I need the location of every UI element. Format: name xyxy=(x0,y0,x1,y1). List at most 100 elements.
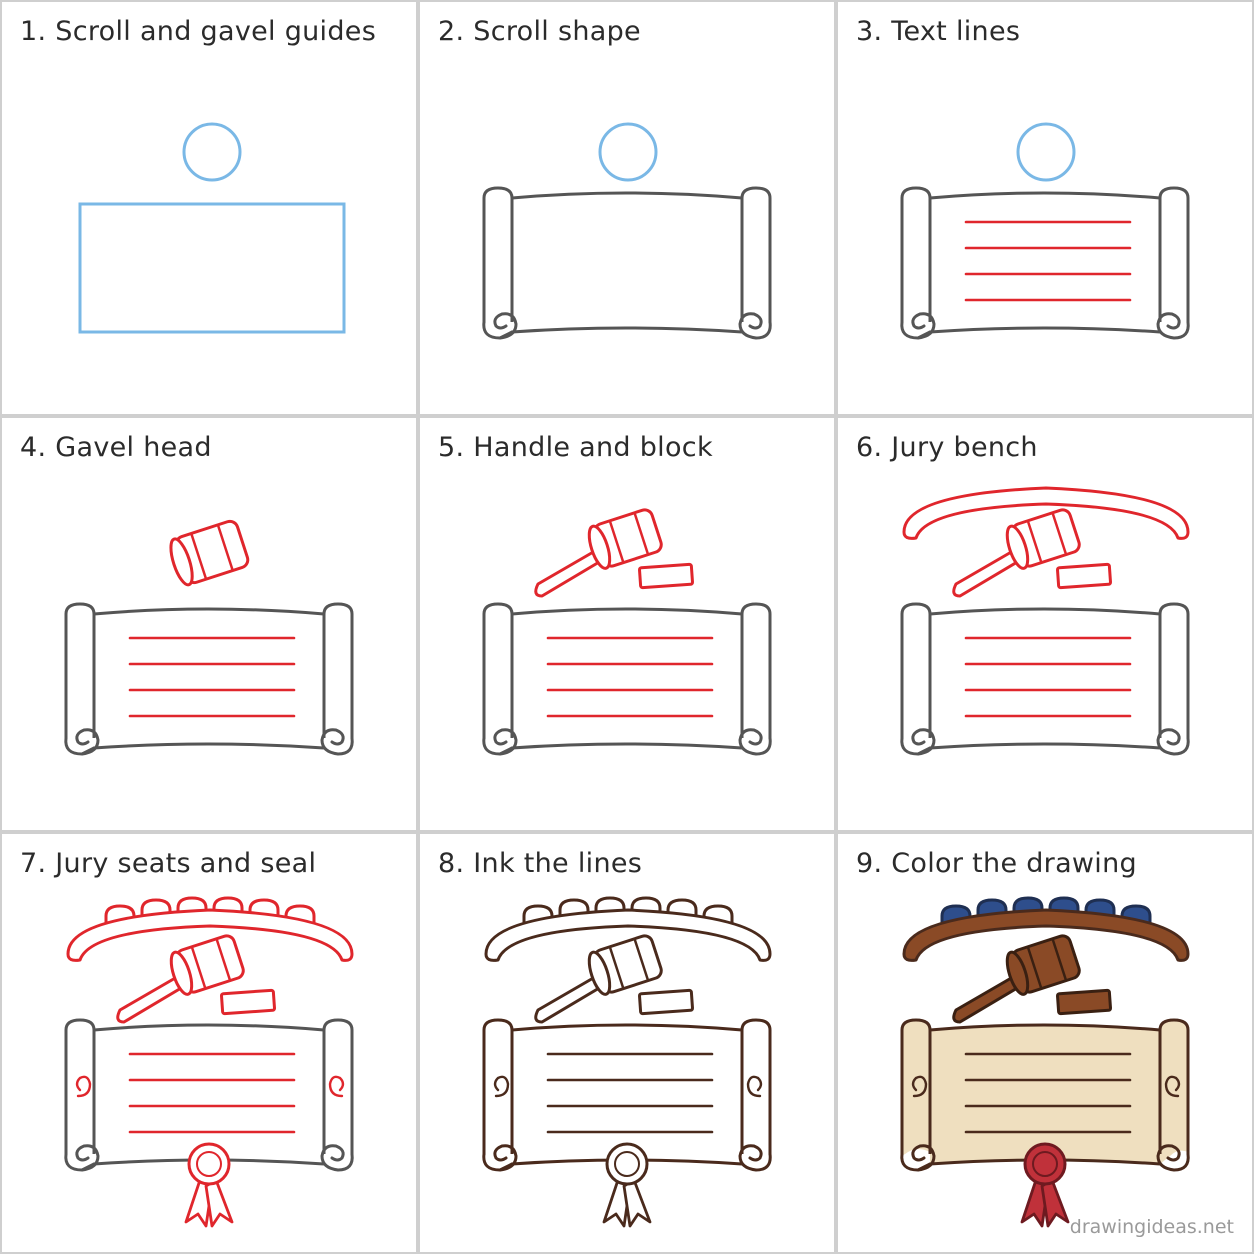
step-panel-2: 2. Scroll shape xyxy=(418,0,836,416)
step-title: 2. Scroll shape xyxy=(438,16,641,47)
step-title: 6. Jury bench xyxy=(856,432,1038,463)
scroll-text-lines xyxy=(964,220,1132,302)
scroll xyxy=(900,602,1190,756)
step-4-illustration xyxy=(64,519,354,756)
scroll xyxy=(64,602,354,756)
step-title: 8. Ink the lines xyxy=(438,848,642,879)
step-number: 5. xyxy=(438,432,465,463)
step-8-illustration xyxy=(482,896,772,1228)
jury-bench-arc xyxy=(902,486,1190,540)
gavel-head xyxy=(169,934,245,996)
gavel-guide-circle xyxy=(1016,122,1076,182)
gavel-head xyxy=(1005,934,1081,996)
scroll-text-lines xyxy=(128,1052,296,1134)
scroll xyxy=(482,602,772,756)
scroll-left-curl-join xyxy=(499,330,513,340)
gavel-head xyxy=(1005,508,1081,570)
ribbon-seal xyxy=(1020,1142,1070,1228)
gavel-head-end xyxy=(587,950,612,996)
gavel-head-band xyxy=(1051,512,1068,555)
scroll-right-curl xyxy=(738,312,772,340)
gavel-head-band xyxy=(1051,938,1068,981)
scroll-top-edge xyxy=(510,191,744,200)
scroll-left-roll xyxy=(900,602,932,740)
gavel-head-band xyxy=(190,533,208,580)
jury-bench-arc xyxy=(484,908,772,962)
scroll-left-curl-join xyxy=(917,1162,931,1172)
scroll-bottom-edge xyxy=(92,742,326,750)
scroll-right-curl xyxy=(1156,312,1190,340)
scroll-text-lines xyxy=(964,1052,1132,1134)
scroll-top-edge xyxy=(928,607,1162,616)
scroll-left-curl xyxy=(900,728,936,756)
scroll-bottom-edge xyxy=(928,326,1162,334)
scroll-text-lines xyxy=(546,636,714,718)
seal-outer xyxy=(1023,1142,1067,1186)
step-2-illustration xyxy=(482,122,772,340)
scroll-text-lines xyxy=(546,1052,714,1134)
scroll-right-curl xyxy=(738,1144,772,1172)
step-label: Jury bench xyxy=(891,432,1038,463)
scroll-bottom-edge xyxy=(510,742,744,750)
sound-block xyxy=(638,988,694,1016)
gavel-head-band xyxy=(1026,520,1043,564)
gavel-head-band xyxy=(1026,946,1043,990)
scroll-text-lines xyxy=(128,636,296,718)
scroll-left-curl-join xyxy=(81,1162,95,1172)
gavel-guide-circle xyxy=(598,122,658,182)
scroll xyxy=(900,186,1190,340)
gavel-head-band xyxy=(215,938,232,981)
gavel-head-band xyxy=(633,512,650,555)
scroll-left-roll xyxy=(64,602,96,740)
scroll-right-roll xyxy=(322,1018,354,1156)
scroll-left-curl xyxy=(64,728,100,756)
gavel xyxy=(116,934,276,1024)
curl-mark-right xyxy=(328,1075,345,1098)
scroll-left-curl xyxy=(900,1144,936,1172)
scroll-left-curl xyxy=(64,1144,100,1172)
step-9-illustration xyxy=(900,896,1190,1228)
step-title: 3. Text lines xyxy=(856,16,1020,47)
scroll-right-roll xyxy=(740,602,772,740)
curl-mark-left xyxy=(75,1075,92,1098)
step-6-illustration xyxy=(900,486,1190,756)
gavel-head-band xyxy=(608,520,625,564)
step-title: 1. Scroll and gavel guides xyxy=(20,16,376,47)
gavel-guide-circle xyxy=(182,122,242,182)
scroll-bottom-edge xyxy=(510,326,744,334)
step-number: 8. xyxy=(438,848,465,879)
scroll-guide-rectangle xyxy=(78,202,346,334)
jury-bench xyxy=(902,908,1190,962)
ribbon-seal xyxy=(602,1142,652,1228)
gavel-head-end xyxy=(1005,524,1030,570)
gavel xyxy=(952,934,1112,1024)
scroll-right-curl xyxy=(738,728,772,756)
scroll-top-edge xyxy=(92,1023,326,1032)
scroll xyxy=(482,186,772,340)
step-label: Scroll and gavel guides xyxy=(55,16,377,47)
curl-mark-left xyxy=(911,1075,928,1098)
step-number: 9. xyxy=(856,848,883,879)
sound-block xyxy=(1056,562,1112,590)
step-title: 5. Handle and block xyxy=(438,432,713,463)
scroll-right-curl xyxy=(1156,1144,1190,1172)
scroll xyxy=(900,1018,1190,1172)
gavel-head-end xyxy=(1005,950,1030,996)
step-title: 7. Jury seats and seal xyxy=(20,848,316,879)
seal-ribbon-right xyxy=(622,1178,652,1228)
step-title: 4. Gavel head xyxy=(20,432,212,463)
step-label: Color the drawing xyxy=(891,848,1137,879)
jury-bench xyxy=(484,908,772,962)
gavel-head-end xyxy=(169,537,194,587)
scroll-right-roll xyxy=(1158,1018,1190,1156)
step-number: 3. xyxy=(856,16,883,47)
watermark: drawingideas.net xyxy=(1069,1216,1234,1238)
sound-block xyxy=(638,562,694,590)
scroll-right-curl xyxy=(1156,728,1190,756)
step-label: Text lines xyxy=(891,16,1021,47)
step-panel-8: 8. Ink the lines xyxy=(418,832,836,1254)
seal-ribbon-right xyxy=(204,1178,234,1228)
scroll-text-lines xyxy=(964,636,1132,718)
gavel xyxy=(534,934,694,1024)
